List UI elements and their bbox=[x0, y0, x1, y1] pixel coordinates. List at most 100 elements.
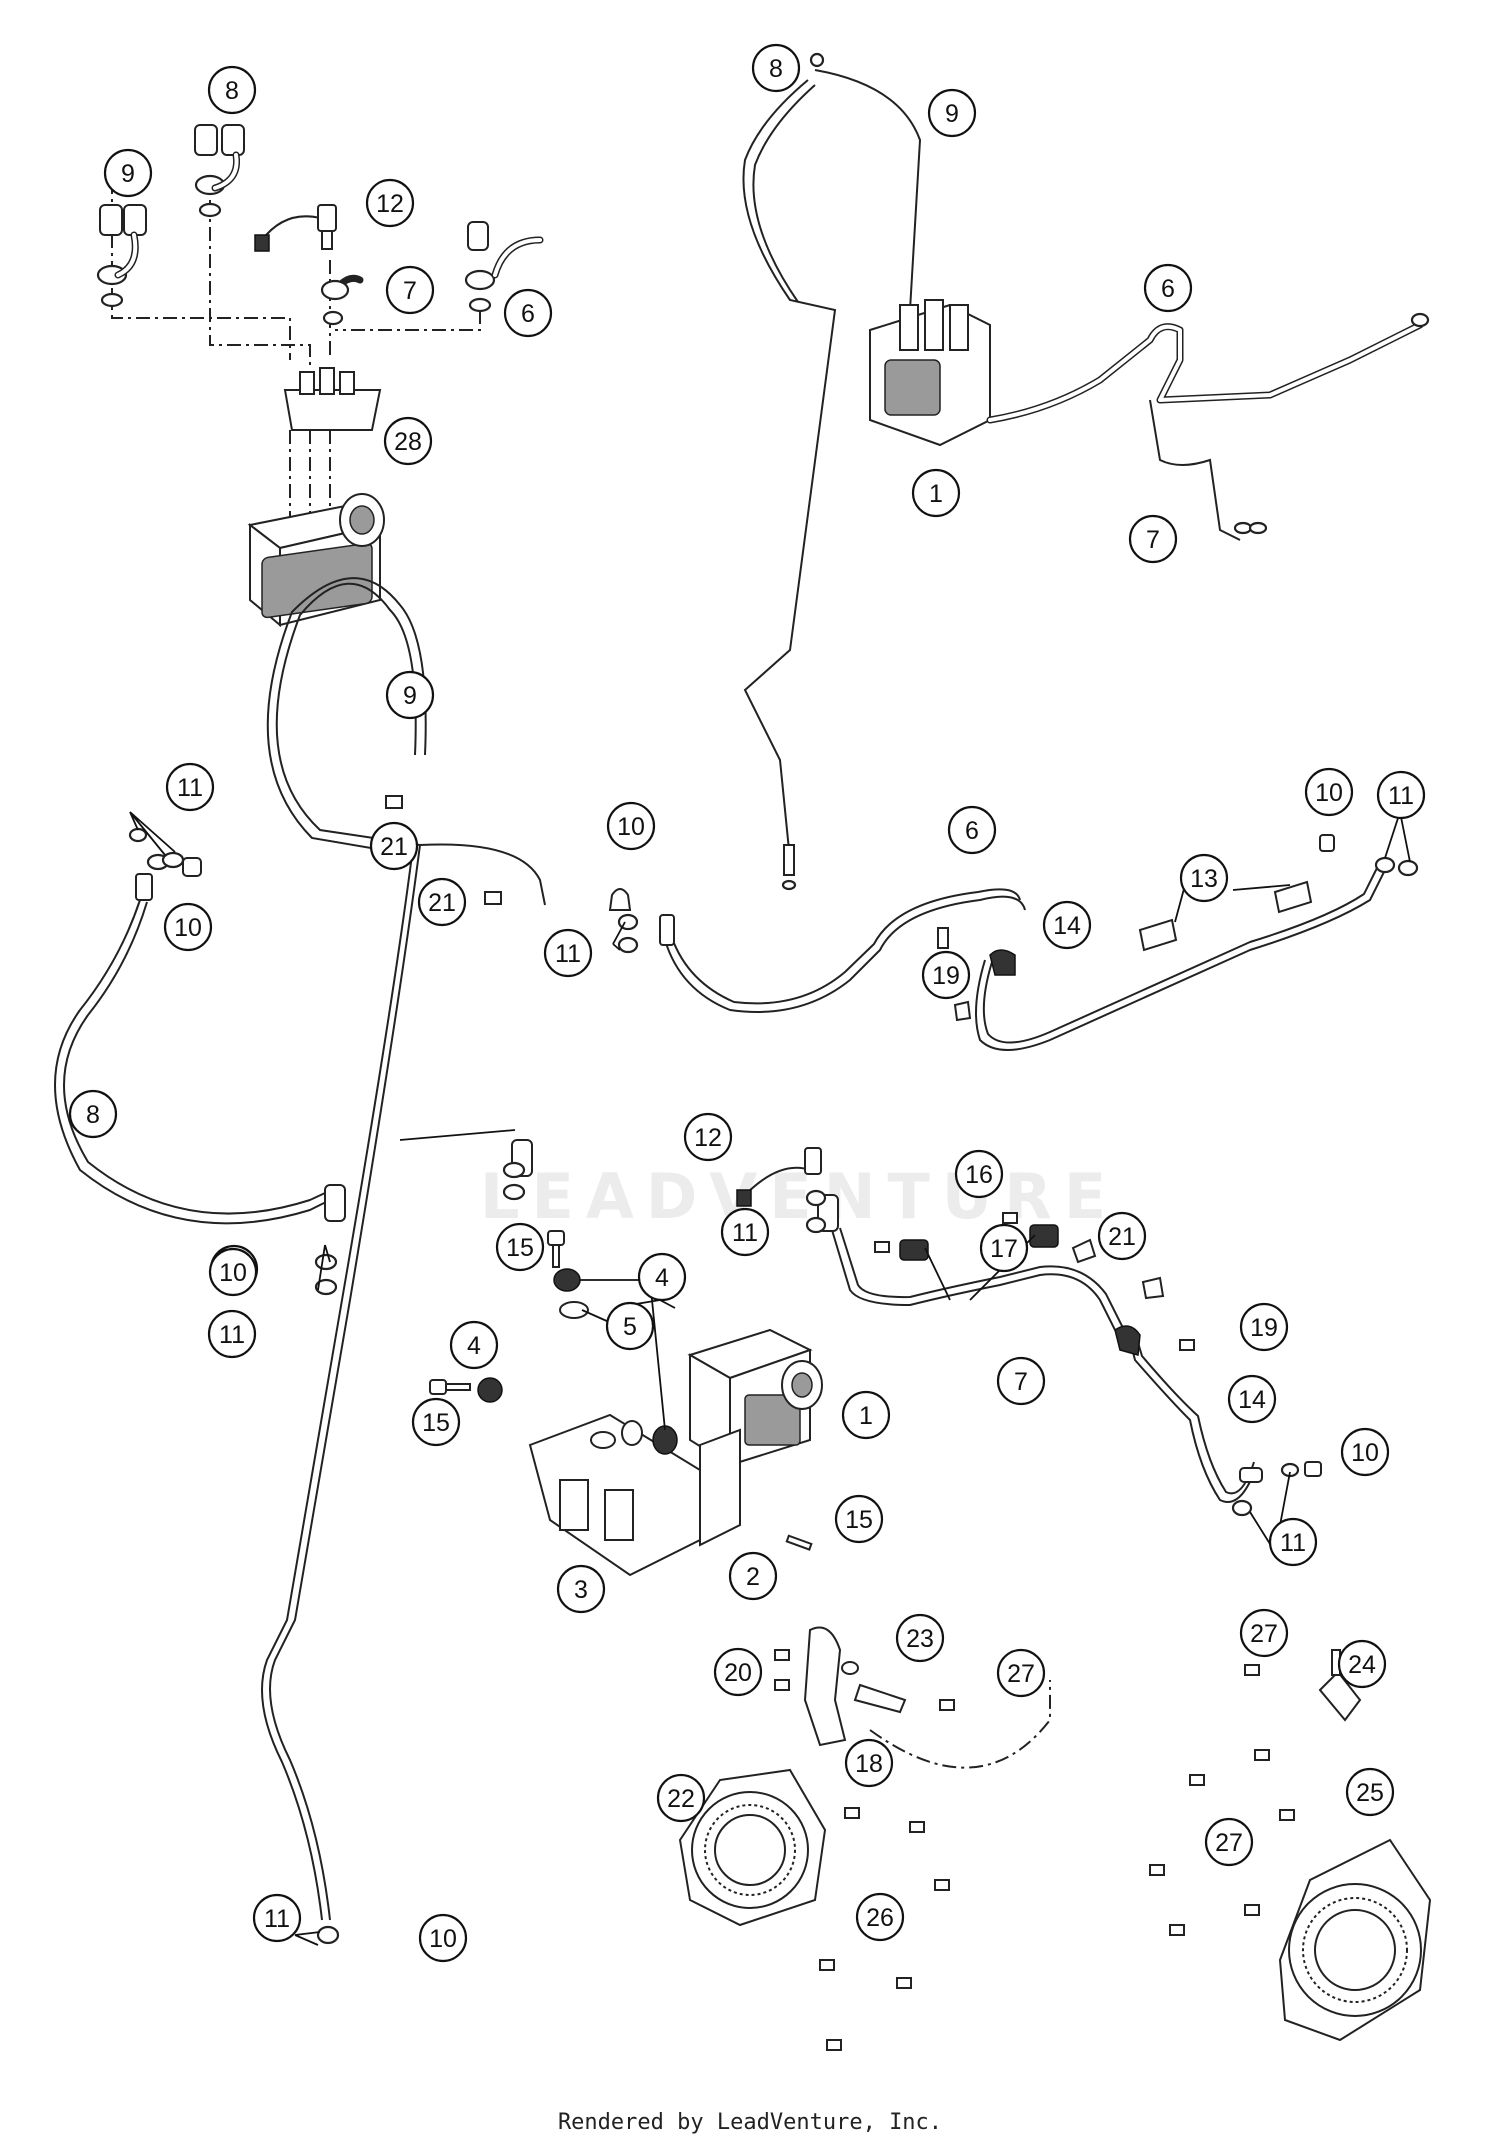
callout-15: 15 bbox=[834, 1494, 884, 1544]
callout-circle bbox=[103, 148, 153, 198]
abs-unit-assembly-detail bbox=[96, 124, 544, 628]
callout-number: 11 bbox=[177, 774, 203, 802]
callout-circle bbox=[495, 1222, 545, 1272]
callout-number: 27 bbox=[1250, 1620, 1278, 1648]
callout-16: 16 bbox=[954, 1149, 1004, 1199]
callout-number: 10 bbox=[617, 813, 645, 841]
callout-number: 11 bbox=[732, 1219, 758, 1247]
callout-number: 5 bbox=[623, 1313, 637, 1341]
callout-circle bbox=[369, 821, 419, 871]
callout-10: 10 bbox=[208, 1247, 258, 1297]
callout-6: 6 bbox=[503, 288, 553, 338]
callout-14: 14 bbox=[1042, 900, 1092, 950]
callout-circle bbox=[68, 1089, 118, 1139]
callout-number: 10 bbox=[219, 1259, 247, 1287]
callout-10: 10 bbox=[163, 902, 213, 952]
callout-circle bbox=[911, 468, 961, 518]
callout-5: 5 bbox=[605, 1301, 655, 1351]
callout-circle bbox=[503, 288, 553, 338]
callout-number: 9 bbox=[403, 682, 417, 710]
line-8-and-9-group bbox=[54, 577, 546, 1945]
callout-number: 7 bbox=[403, 277, 417, 305]
callout-number: 6 bbox=[1161, 275, 1175, 303]
callout-number: 24 bbox=[1348, 1651, 1376, 1679]
callout-circle bbox=[207, 1309, 257, 1359]
callout-circle bbox=[1128, 514, 1178, 564]
callout-11: 11 bbox=[252, 1893, 302, 1943]
callout-26: 26 bbox=[855, 1892, 905, 1942]
callout-number: 10 bbox=[429, 1925, 457, 1953]
callout-9: 9 bbox=[385, 670, 435, 720]
callout-circle bbox=[855, 1892, 905, 1942]
callout-1: 1 bbox=[911, 468, 961, 518]
callout-number: 26 bbox=[866, 1904, 894, 1932]
callout-number: 11 bbox=[1280, 1529, 1306, 1557]
callout-17: 17 bbox=[979, 1223, 1029, 1273]
callout-number: 10 bbox=[1315, 779, 1343, 807]
callout-circle bbox=[656, 1773, 706, 1823]
callout-circle bbox=[543, 928, 593, 978]
callout-circle bbox=[556, 1564, 606, 1614]
callout-circle bbox=[385, 265, 435, 315]
callout-15: 15 bbox=[411, 1397, 461, 1447]
callout-4: 4 bbox=[637, 1252, 687, 1302]
callout-circle bbox=[606, 801, 656, 851]
callout-23: 23 bbox=[895, 1613, 945, 1663]
callout-layer: 8912762889617911102121810101110611191413… bbox=[68, 43, 1426, 1963]
callout-number: 25 bbox=[1356, 1779, 1384, 1807]
callout-circle bbox=[979, 1223, 1029, 1273]
callout-circle bbox=[1097, 1211, 1147, 1261]
callout-10: 10 bbox=[606, 801, 656, 851]
callout-7: 7 bbox=[996, 1356, 1046, 1406]
callout-number: 4 bbox=[467, 1332, 481, 1360]
callout-number: 15 bbox=[506, 1234, 534, 1262]
callout-8: 8 bbox=[207, 65, 257, 115]
callout-circle bbox=[954, 1149, 1004, 1199]
callout-circle bbox=[365, 178, 415, 228]
callout-number: 7 bbox=[1146, 526, 1160, 554]
callout-number: 23 bbox=[906, 1625, 934, 1653]
callout-11: 11 bbox=[165, 762, 215, 812]
callout-circle bbox=[834, 1494, 884, 1544]
callout-circle bbox=[1304, 767, 1354, 817]
callout-8: 8 bbox=[751, 43, 801, 93]
callout-12: 12 bbox=[365, 178, 415, 228]
callout-number: 4 bbox=[655, 1264, 669, 1292]
callout-circle bbox=[844, 1738, 894, 1788]
callout-number: 11 bbox=[1388, 782, 1414, 810]
callout-number: 14 bbox=[1238, 1386, 1266, 1414]
callout-circle bbox=[411, 1397, 461, 1447]
callout-circle bbox=[1268, 1517, 1318, 1567]
callout-21: 21 bbox=[417, 877, 467, 927]
callout-circle bbox=[418, 1913, 468, 1963]
callout-number: 27 bbox=[1215, 1829, 1243, 1857]
callout-15: 15 bbox=[495, 1222, 545, 1272]
callout-circle bbox=[1143, 263, 1193, 313]
callout-27: 27 bbox=[996, 1648, 1046, 1698]
callout-11: 11 bbox=[720, 1207, 770, 1257]
callout-number: 11 bbox=[264, 1905, 290, 1933]
callout-circle bbox=[947, 805, 997, 855]
callout-number: 11 bbox=[555, 940, 581, 968]
callout-circle bbox=[252, 1893, 302, 1943]
callout-number: 1 bbox=[929, 480, 943, 508]
callout-10: 10 bbox=[1304, 767, 1354, 817]
callout-7: 7 bbox=[385, 265, 435, 315]
callout-number: 8 bbox=[225, 77, 239, 105]
callout-number: 6 bbox=[965, 817, 979, 845]
callout-11: 11 bbox=[1376, 770, 1426, 820]
callout-number: 22 bbox=[667, 1785, 695, 1813]
callout-9: 9 bbox=[103, 148, 153, 198]
callout-circle bbox=[921, 950, 971, 1000]
callout-number: 16 bbox=[965, 1161, 993, 1189]
callout-circle bbox=[927, 88, 977, 138]
callout-11: 11 bbox=[543, 928, 593, 978]
callout-11: 11 bbox=[207, 1309, 257, 1359]
callout-8: 8 bbox=[68, 1089, 118, 1139]
line-6-group bbox=[608, 834, 1419, 1051]
callout-number: 9 bbox=[121, 160, 135, 188]
callout-number: 19 bbox=[932, 962, 960, 990]
callout-21: 21 bbox=[369, 821, 419, 871]
callout-24: 24 bbox=[1337, 1639, 1387, 1689]
